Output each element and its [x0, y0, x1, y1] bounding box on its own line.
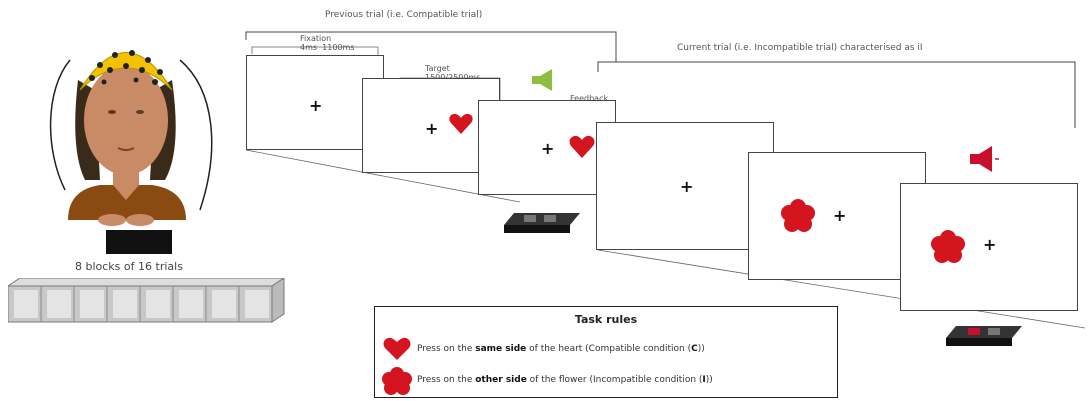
curr-feedback-screen: +: [900, 183, 1078, 311]
previous-trial-label: Previous trial (i.e. Compatible trial): [325, 10, 483, 20]
prev-fixation-screen: +: [246, 55, 384, 150]
flower-icon: [781, 199, 815, 232]
fixation-cross: +: [541, 139, 555, 158]
participant-figure: [49, 50, 213, 254]
flower-icon: [382, 367, 412, 395]
prev-target-screen: +: [362, 78, 500, 173]
fixation-cross: +: [833, 206, 847, 225]
task-rules-box: Task rules Press on the same side of the…: [374, 306, 838, 398]
prev-feedback-screen: +: [478, 100, 616, 195]
blocks-bar: [8, 278, 285, 323]
feedback-label: Feedback: [570, 94, 609, 103]
response-pad-icon: [504, 213, 580, 233]
heart-icon: [449, 113, 473, 134]
fixation-cross: +: [425, 119, 439, 138]
target-label: Target 1500/2500ms: [425, 64, 480, 82]
task-rules-title: Task rules: [574, 313, 638, 326]
flower-icon: [931, 230, 965, 263]
speaker-icon: [970, 146, 999, 172]
heart-icon: [383, 337, 411, 360]
fixation-cross: +: [983, 235, 997, 254]
response-pad-icon: [946, 326, 1022, 346]
response-pad-icon: [106, 230, 172, 254]
rule-compatible: Press on the same side of the heart (Com…: [417, 344, 705, 354]
fixation-cross: +: [309, 96, 323, 115]
curr-fixation-screen: +: [596, 122, 774, 250]
speaker-icon: [532, 69, 552, 91]
fixation-label: Fixation 4ms 1100ms: [300, 34, 355, 52]
blocks-label: 8 blocks of 16 trials: [75, 260, 183, 273]
heart-icon: [569, 135, 595, 158]
rule-incompatible: Press on the other side of the flower (I…: [417, 375, 713, 385]
curr-target-screen: +: [748, 152, 926, 280]
current-trial-label: Current trial (i.e. Incompatible trial) …: [677, 43, 923, 53]
fixation-cross: +: [680, 177, 694, 196]
